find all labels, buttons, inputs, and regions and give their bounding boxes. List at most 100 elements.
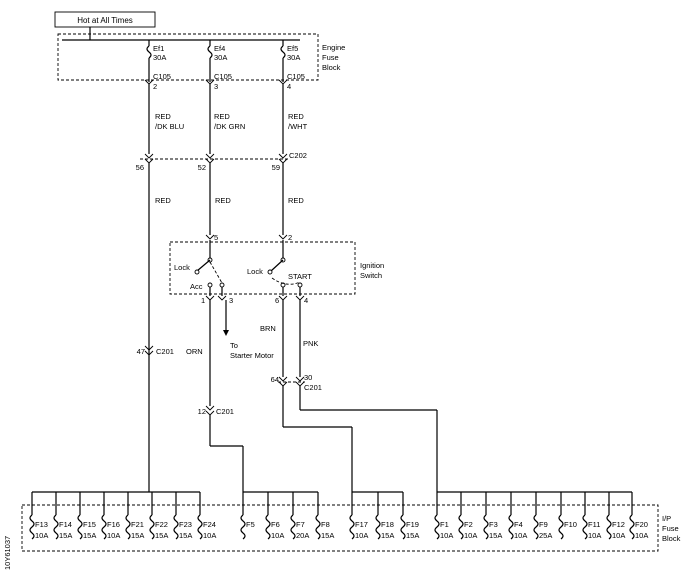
ip-fuse-group: F1310AF1415AF1515AF1610AF2115AF2215AF231…: [29, 492, 648, 540]
ef5-wire2: /WHT: [288, 122, 308, 131]
ign-out-3: 3: [229, 296, 233, 305]
engine-block-line2: Fuse: [322, 53, 339, 62]
ip-fuse-rating: 10A: [107, 531, 120, 540]
ef4-c202-pin: 52: [198, 163, 206, 172]
ip-fuse-name: F2: [464, 520, 473, 529]
ign-start: START: [288, 272, 312, 281]
ign-lock1: Lock: [174, 263, 190, 272]
ef1-rating: 30A: [153, 53, 166, 62]
ip-fuse-rating: 25A: [539, 531, 552, 540]
ip-fuse-name: F3: [489, 520, 498, 529]
ef1-pin: 2: [153, 82, 157, 91]
ip-fuse-rating: 15A: [489, 531, 502, 540]
ef4-name: Ef4: [214, 44, 225, 53]
engine-block-line1: Engine: [322, 43, 345, 52]
wire-pnk: PNK: [303, 339, 318, 348]
ip-fuse-rating: 10A: [588, 531, 601, 540]
ef5-rating: 30A: [287, 53, 300, 62]
ef5-c202-pin: 59: [272, 163, 280, 172]
ip-fuse-name: F18: [381, 520, 394, 529]
ip-fuse-rating: 10A: [203, 531, 216, 540]
ef5-name: Ef5: [287, 44, 298, 53]
ef1-color-after: RED: [155, 196, 171, 205]
ip-fuse-rating: 10A: [271, 531, 284, 540]
c201-label-47: C201: [156, 347, 174, 356]
ignition-switch-box: [169, 241, 356, 295]
ign-out-4: 4: [304, 296, 308, 305]
ign-pin-a: 5: [214, 233, 218, 242]
ip-fuse-name: F6: [271, 520, 280, 529]
ef4-color-after: RED: [215, 196, 231, 205]
ip-fuse-name: F23: [179, 520, 192, 529]
ip-fuse-name: F10: [564, 520, 577, 529]
c201-label-30: C201: [304, 383, 322, 392]
ip-fuse-rating: 10A: [464, 531, 477, 540]
ip-block-line3: Block: [662, 534, 681, 543]
ignition-label2: Switch: [360, 271, 382, 280]
ef4-wire2: /DK GRN: [214, 122, 245, 131]
ign-acc: Acc: [190, 282, 203, 291]
ip-fuse-name: F19: [406, 520, 419, 529]
ip-block-line2: Fuse: [662, 524, 679, 533]
ip-fuse-rating: 15A: [59, 531, 72, 540]
ip-fuse-rating: 10A: [440, 531, 453, 540]
ip-fuse-name: F16: [107, 520, 120, 529]
ef5-column: Ef5 30A C105 4 RED /WHT 59 RED: [272, 40, 308, 235]
ef5-pin: 4: [287, 82, 291, 91]
ignition-label1: Ignition: [360, 261, 384, 270]
engine-fuse-block: [57, 33, 319, 81]
ef1-wire2: /DK BLU: [155, 122, 184, 131]
ip-fuse-name: F1: [440, 520, 449, 529]
ef4-pin: 3: [214, 82, 218, 91]
ef5-connector: C105: [287, 72, 305, 81]
ip-fuse-rating: 15A: [381, 531, 394, 540]
ip-fuse-rating: 10A: [514, 531, 527, 540]
ip-fuse-f10: F10: [558, 492, 577, 540]
ign-out-6: 6: [275, 296, 279, 305]
ef1-wire1: RED: [155, 112, 171, 121]
c201-pin-12: 12: [198, 407, 206, 416]
ip-fuse-name: F17: [355, 520, 368, 529]
ip-fuse-name: F14: [59, 520, 72, 529]
ip-fuse-rating: 15A: [406, 531, 419, 540]
ip-fuse-rating: 15A: [179, 531, 192, 540]
ef4-connector: C105: [214, 72, 232, 81]
engine-block-line3: Block: [322, 63, 341, 72]
ip-block-line1: I/P: [662, 514, 671, 523]
ign-lock2: Lock: [247, 267, 263, 276]
c201-pin-64: 64: [271, 375, 279, 384]
ip-fuse-rating: 10A: [612, 531, 625, 540]
ef5-color-after: RED: [288, 196, 304, 205]
ip-fuse-rating: 15A: [83, 531, 96, 540]
ef1-c202-pin: 56: [136, 163, 144, 172]
wire-orn: ORN: [186, 347, 203, 356]
hot-label: Hot at All Times: [77, 16, 133, 25]
ip-fuse-rating: 10A: [635, 531, 648, 540]
c201-label-12: C201: [216, 407, 234, 416]
wire-brn: BRN: [260, 324, 276, 333]
ef4-wire1: RED: [214, 112, 230, 121]
c201-pin-30: 30: [304, 373, 312, 382]
ip-fuse-block: [21, 504, 659, 552]
ef1-column: Ef1 30A C105 2 RED /DK BLU 56 RED: [136, 40, 184, 492]
ip-fuse-rating: 15A: [321, 531, 334, 540]
